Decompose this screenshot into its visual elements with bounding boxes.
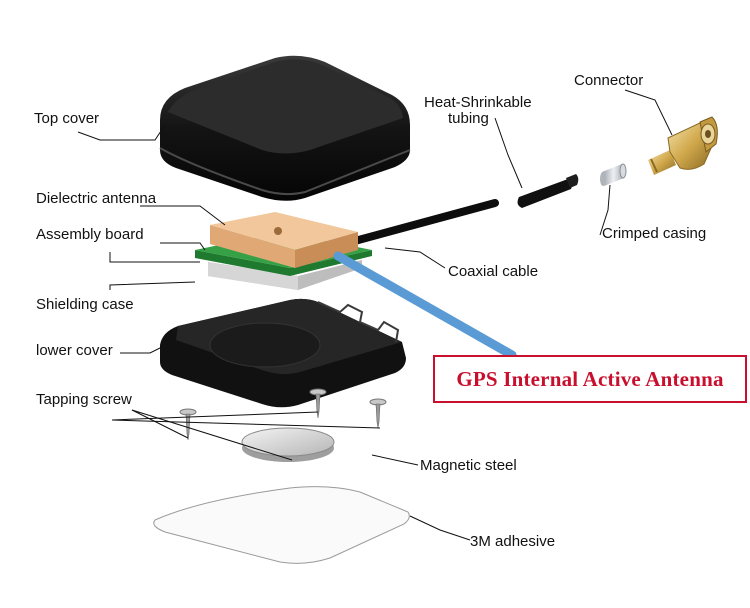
label-magnetic-steel: Magnetic steel: [420, 457, 517, 474]
connector-part: [648, 116, 718, 175]
magnetic-steel-part: [241, 427, 335, 462]
banner-text: GPS Internal Active Antenna: [456, 366, 724, 391]
coaxial-cable-part: [336, 199, 499, 249]
label-coaxial-cable: Coaxial cable: [448, 263, 539, 280]
label-3m-adhesive: 3M adhesive: [470, 533, 556, 550]
lower-cover-part: [160, 298, 406, 408]
heat-shrink-tubing-part: [517, 174, 579, 208]
crimped-casing-part: [600, 163, 627, 186]
label-assembly-board: Assembly board: [36, 226, 144, 243]
label-lower-cover: lower cover: [36, 342, 113, 359]
banner-pointer: [333, 251, 517, 360]
label-dielectric-antenna: Dielectric antenna: [36, 190, 157, 207]
label-crimped-casing: Crimped casing: [602, 225, 707, 242]
label-connector: Connector: [574, 72, 644, 89]
leader-lines: [77, 89, 673, 541]
label-heat-shrink: Heat-Shrinkable: [424, 94, 532, 111]
adhesive-sheet-part: [153, 486, 410, 564]
dielectric-antenna-part: [210, 212, 358, 268]
product-title-banner: GPS Internal Active Antenna: [433, 355, 747, 403]
label-heat-shrink-2: tubing: [448, 110, 489, 127]
tapping-screw-1: [309, 388, 327, 419]
label-top-cover: Top cover: [34, 110, 100, 127]
tapping-screw-2: [369, 398, 387, 429]
top-cover-part: [159, 55, 411, 201]
label-shielding-case: Shielding case: [36, 296, 134, 313]
label-tapping-screw: Tapping screw: [36, 391, 132, 408]
